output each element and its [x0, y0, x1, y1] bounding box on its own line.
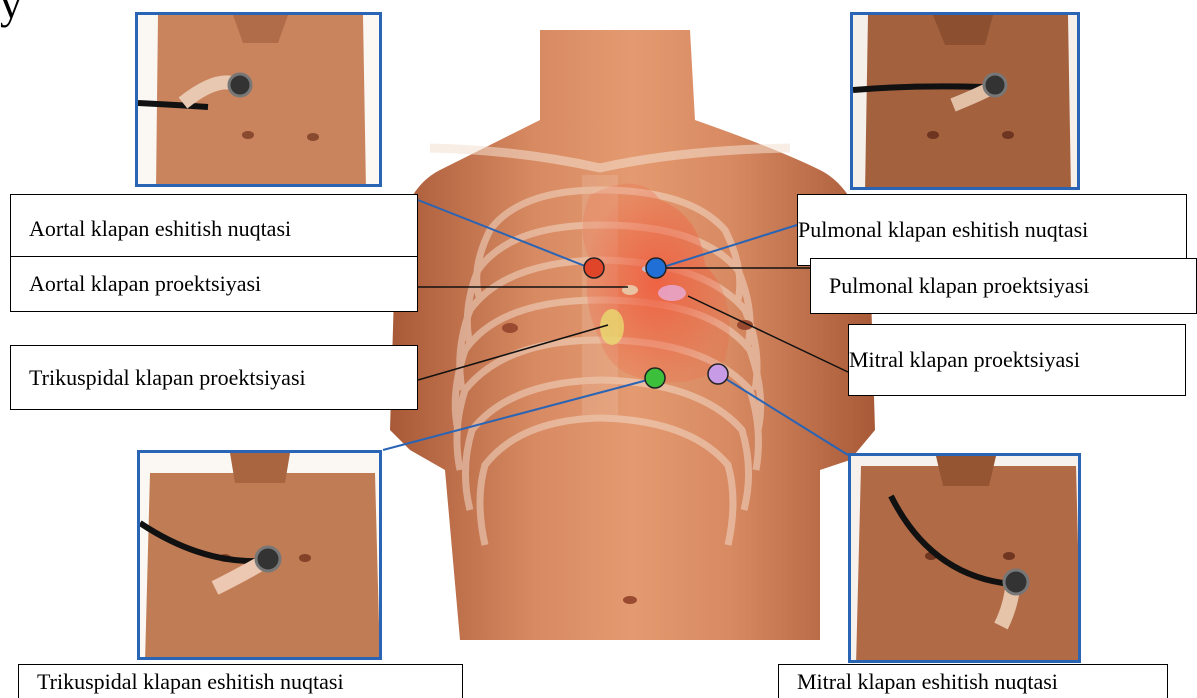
photo-aortic-auscultation [135, 12, 382, 187]
stethoscope-pulmonary-icon [853, 15, 1080, 190]
photo-tricuspid-auscultation [137, 450, 382, 660]
label-mitral-point: Mitral klapan eshitish nuqtasi [778, 664, 1168, 698]
label-tricuspid-point: Trikuspidal klapan eshitish nuqtasi [18, 664, 463, 698]
stethoscope-mitral-icon [851, 456, 1081, 663]
tricuspid-point-dot [645, 368, 665, 388]
aortic-point-dot [584, 258, 604, 278]
label-aortic-projection: Aortal klapan proektsiyasi [10, 256, 418, 312]
label-pulmonary-projection: Pulmonal klapan proektsiyasi [810, 258, 1197, 314]
photo-mitral-auscultation [848, 453, 1081, 663]
label-mitral-projection: Mitral klapan proektsiyasi [848, 324, 1186, 396]
pulmonary-point-dot [646, 258, 666, 278]
stethoscope-aortic-icon [138, 15, 382, 187]
label-pulmonary-point: Pulmonal klapan eshitish nuqtasi [797, 194, 1187, 266]
stethoscope-tricuspid-icon [140, 453, 382, 660]
label-tricuspid-projection: Trikuspidal klapan proektsiyasi [10, 345, 418, 410]
mitral-point-dot [708, 364, 728, 384]
photo-pulmonary-auscultation [850, 12, 1080, 190]
label-aortic-point: Aortal klapan eshitish nuqtasi [10, 194, 418, 264]
mitral-projection-area [658, 285, 686, 301]
